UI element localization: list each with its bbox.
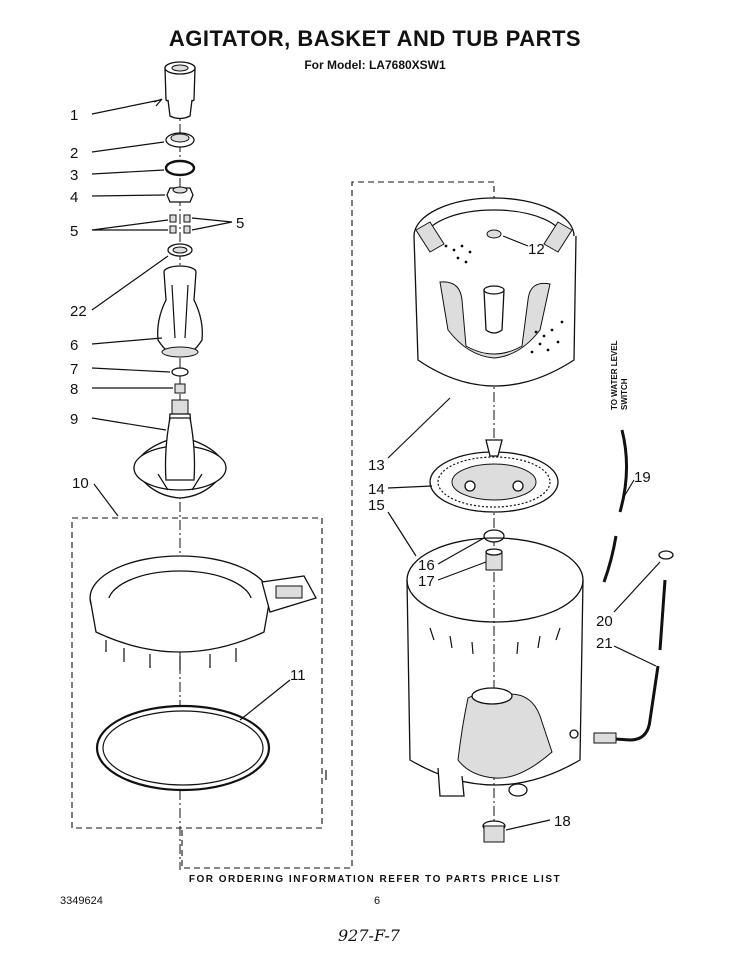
model-number: For Model: LA7680XSW1: [304, 58, 446, 72]
part-10-tub-ring: [89, 555, 317, 670]
part-17-bearing: [485, 548, 503, 571]
page-title: AGITATOR, BASKET AND TUB PARTS: [168, 26, 582, 51]
part-12-basket-nut: [486, 229, 502, 239]
part-15-outer-tub: [406, 537, 584, 797]
part-19-pressure-hose: [602, 429, 628, 583]
callout-14: 14: [368, 481, 385, 498]
callout-13: 13: [368, 457, 385, 474]
part-20-clamp: [658, 550, 674, 560]
part-13-basket: [413, 197, 577, 387]
part-21-hose: [593, 579, 667, 744]
callout-20: 20: [596, 613, 613, 630]
callout-6: 6: [70, 337, 78, 354]
callout-5-left: 5: [70, 223, 78, 240]
assembly-link-line: [181, 181, 495, 869]
part-1-agitator-cap: [164, 61, 196, 120]
part-16-seal: [483, 529, 505, 543]
document-number: 3349624: [60, 895, 103, 907]
callout-11: 11: [290, 667, 306, 684]
leader-lines: [91, 98, 661, 831]
callout-1: 1: [70, 107, 78, 124]
part-9-agitator-base: [133, 399, 227, 499]
callout-12: 12: [528, 241, 545, 258]
callout-19: 19: [634, 469, 651, 486]
part-2-seal: [165, 132, 195, 148]
page-number: 6: [374, 895, 381, 907]
ordering-note: FOR ORDERING INFORMATION REFER TO PARTS …: [188, 874, 562, 885]
part-5-dogs: [169, 214, 191, 234]
side-label-line2: SWITCH: [620, 378, 629, 410]
callout-5-right: 5: [236, 215, 244, 232]
callout-17: 17: [418, 573, 435, 590]
part-7-washer: [171, 367, 189, 377]
part-6-agitator-auger: [157, 265, 203, 358]
callout-9: 9: [70, 411, 78, 428]
part-18-drain-fitting: [482, 783, 528, 843]
callout-4: 4: [70, 189, 78, 206]
callout-8: 8: [70, 381, 78, 398]
part-3-ring: [164, 159, 196, 177]
part-22-ring: [167, 243, 193, 257]
part-14-bearing-assembly: [429, 439, 559, 513]
callout-10: 10: [72, 475, 89, 492]
part-11-tub-ring-seal: [95, 704, 327, 792]
callout-15: 15: [368, 497, 385, 514]
side-label-line1: TO WATER LEVEL: [610, 340, 619, 410]
part-8-nut: [174, 383, 186, 394]
callout-18: 18: [554, 813, 571, 830]
callout-22: 22: [70, 303, 87, 320]
part-10-group-box: [71, 517, 323, 829]
callout-16: 16: [418, 557, 435, 574]
handwritten-note: 927-F-7: [338, 926, 400, 945]
part-4-cam: [166, 186, 194, 203]
callout-3: 3: [70, 167, 78, 184]
callout-2: 2: [70, 145, 78, 162]
water-level-switch-label: TO WATER LEVEL SWITCH: [610, 340, 629, 410]
basket-holes: [444, 244, 564, 354]
callout-7: 7: [70, 361, 78, 378]
callout-21: 21: [596, 635, 613, 652]
